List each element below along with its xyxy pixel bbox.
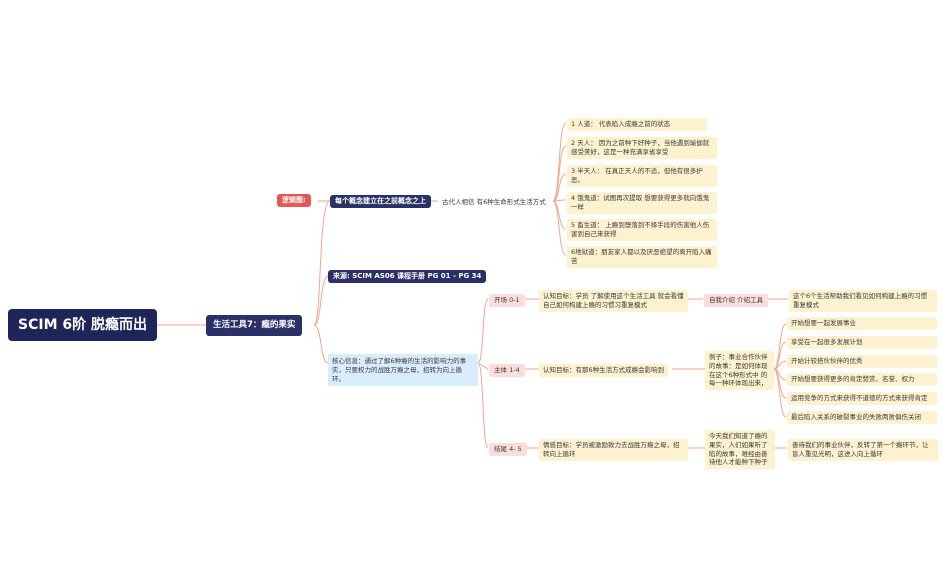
self-intro-node[interactable]: 自我介绍 介绍工具 [704, 294, 769, 307]
realm-6[interactable]: 6地狱道：朋友家人都以及厌恶绝望的离开陷入痛苦 [567, 246, 717, 268]
body-segment[interactable]: 主体 1-4 [489, 364, 525, 377]
example-step-5[interactable]: 运用竞争的方式来获得不道德的方式来获得肯定 [787, 392, 937, 405]
root-node[interactable]: SCIM 6阶 脱瘾而出 [8, 309, 157, 341]
logic-label[interactable]: 逻辑图: [277, 194, 311, 208]
realm-4[interactable]: 4 饿鬼道：试图再次提取 想要获得更多就向饿鬼一样 [567, 192, 717, 214]
upward-cycle[interactable]: 善待我们的事业伙伴，反转了第一个瘾环节，让盲人重见光明，这进入向上循环 [788, 439, 938, 461]
opening-segment[interactable]: 开场 0-1 [489, 294, 525, 307]
example-step-6[interactable]: 最后陷入关系的破裂事业的失败两败俱伤关闭 [787, 411, 937, 424]
intro-description[interactable]: 这个6个生活帮助我们看见如何构建上瘾的习惯重复模式 [789, 290, 937, 312]
source-node[interactable]: 来源: SCIM AS06 课程手册 PG 01 - PG 34 [328, 270, 487, 284]
core-message-node[interactable]: 核心信息：通过了解6种瘾的生活的影响力的事实，只要权力的战胜万瘾之母，招转为向上… [328, 354, 478, 387]
realm-2[interactable]: 2 天人： 因为之前种下好种子，当他遇到瑜伽就感受美好，这是一种充满享省享受 [567, 137, 717, 159]
belief-node[interactable]: 古代人相信 有6种生命形式生活方式 [442, 198, 546, 206]
concept-node[interactable]: 每个概念建立在之前概念之上 [330, 195, 431, 209]
example-step-2[interactable]: 享受在一起很多发展计划 [787, 336, 937, 349]
realm-5[interactable]: 5 畜生道： 上瘾到堕落到不择手段的伤害他人伤害到自己来获得 [567, 219, 717, 241]
opening-goal[interactable]: 认知目标：学员 了解使用这个生活工具 就会看懂自己如何构建上瘾的习惯习重复模式 [539, 290, 688, 312]
example-step-3[interactable]: 开始计较搭伙伙伴的优秀 [787, 355, 937, 368]
fruit-story[interactable]: 今天我们知道了瘾的果实，人们如果听了陷的故事，难经由善待他人才能种下种子 [705, 430, 775, 470]
example-step-1[interactable]: 开始想要一起发展事业 [787, 317, 937, 330]
realm-1[interactable]: 1 人道： 代表陷入成瘾之前的状态 [567, 118, 707, 131]
partner-example[interactable]: 例子：事业合作伙伴的故事：是如何体现在这个6种形式中 的每一种环体现出来， [705, 351, 774, 391]
realm-3[interactable]: 3 半天人： 在真正天人的不适，但他有很多护恶。 [567, 165, 717, 187]
ending-goal[interactable]: 情感目标：学员被激励致力去战胜万瘾之母，招转向上循环 [539, 439, 688, 461]
ending-segment[interactable]: 结尾 4- 5 [489, 443, 527, 456]
body-goal[interactable]: 认知目标：有那6种生活方式成瘾会影响到 [539, 364, 669, 377]
main-topic-node[interactable]: 生活工具7：瘾的果实 [206, 315, 303, 336]
example-step-4[interactable]: 开始想要获得更多的肯定赞赏、名誉、权力 [787, 373, 937, 386]
